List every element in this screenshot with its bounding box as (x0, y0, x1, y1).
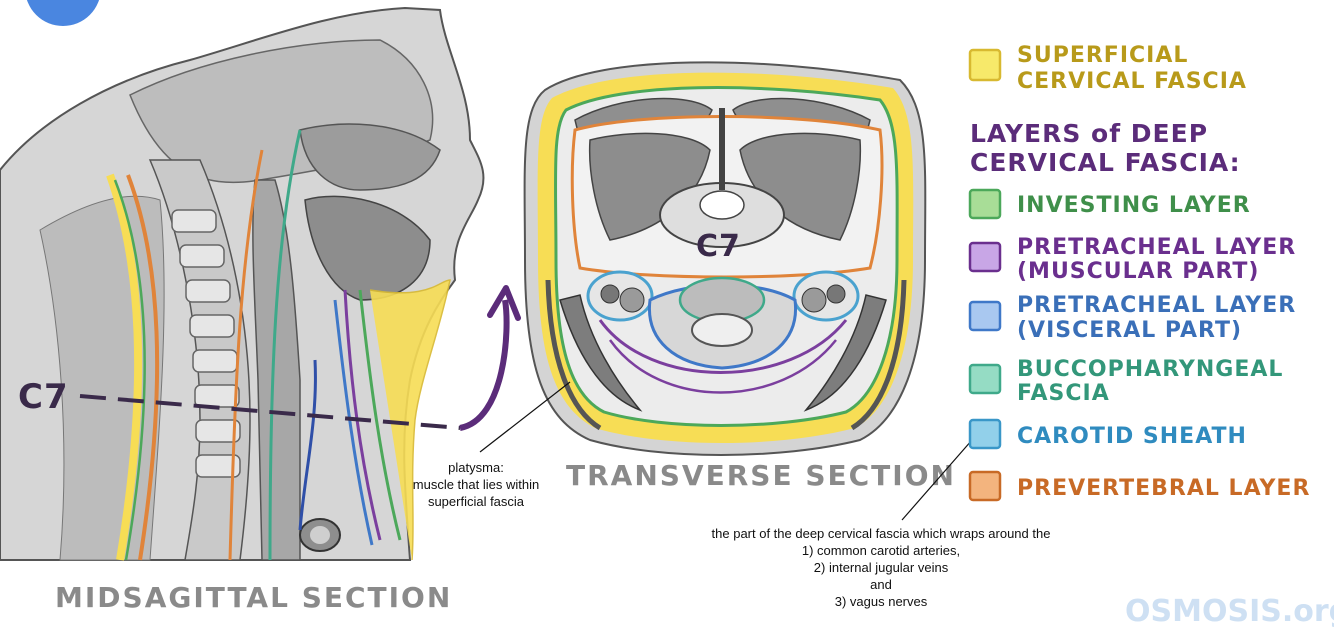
carotid-note: the part of the deep cervical fascia whi… (712, 526, 1051, 609)
legend-swatch-pretracheal-visceral (968, 300, 1002, 332)
carotid-note-line-3: 2) internal jugular veins (814, 560, 949, 575)
carotid-note-line-2: 1) common carotid arteries, (802, 543, 960, 558)
legend-superficial-line1: SUPERFICIAL (1017, 43, 1188, 68)
legend-deep-heading-line2: CERVICAL FASCIA: (970, 148, 1241, 177)
c7-left-label: C7 (18, 377, 69, 417)
platysma-line-2: muscle that lies within (413, 477, 539, 492)
carotid-pointer (901, 439, 973, 521)
c7-level-indicator (79, 285, 521, 431)
legend-pretracheal-muscular-line1: PRETRACHEAL LAYER (1017, 235, 1296, 260)
legend-investing-label: INVESTING LAYER (1017, 193, 1251, 218)
legend-swatch-prevertebral (968, 470, 1002, 502)
legend-swatch-pretracheal-muscular (968, 241, 1002, 273)
transverse-illustration (523, 61, 927, 456)
carotid-note-line-5: 3) vagus nerves (835, 594, 928, 609)
carotid-note-line-4: and (870, 577, 892, 592)
platysma-line-1: platysma: (448, 460, 504, 475)
legend-swatch-investing (968, 188, 1002, 220)
legend: SUPERFICIAL CERVICAL FASCIA LAYERS of DE… (968, 43, 1310, 502)
legend-pretracheal-muscular-line2: (MUSCULAR PART) (1017, 259, 1259, 284)
carotid-note-line-1: the part of the deep cervical fascia whi… (712, 526, 1051, 541)
legend-superficial-line2: CERVICAL FASCIA (1017, 69, 1247, 94)
legend-buccopharyngeal-line2: FASCIA (1017, 381, 1110, 406)
legend-buccopharyngeal-line1: BUCCOPHARYNGEAL (1017, 357, 1283, 382)
midsagittal-section-title: MIDSAGITTAL SECTION (55, 581, 452, 614)
transverse-section-title: TRANSVERSE SECTION (566, 459, 956, 492)
c7-center-label: C7 (696, 229, 741, 264)
logo-badge (26, 0, 100, 26)
midsagittal-illustration (0, 6, 485, 561)
osmosis-watermark: OSMOSIS.org (1125, 594, 1334, 629)
legend-carotid-label: CAROTID SHEATH (1017, 424, 1247, 449)
platysma-pointer (479, 381, 571, 453)
legend-swatch-carotid (968, 418, 1002, 450)
legend-pretracheal-visceral-line1: PRETRACHEAL LAYER (1017, 293, 1296, 318)
platysma-note: platysma: muscle that lies within superf… (413, 460, 539, 509)
platysma-line-3: superficial fascia (428, 494, 525, 509)
legend-prevertebral-label: PREVERTEBRAL LAYER (1017, 476, 1310, 501)
legend-swatch-buccopharyngeal (968, 363, 1002, 395)
legend-swatch-superficial (968, 48, 1002, 82)
legend-pretracheal-visceral-line2: (VISCERAL PART) (1017, 318, 1242, 343)
legend-deep-heading-line1: LAYERS of DEEP (970, 119, 1208, 148)
